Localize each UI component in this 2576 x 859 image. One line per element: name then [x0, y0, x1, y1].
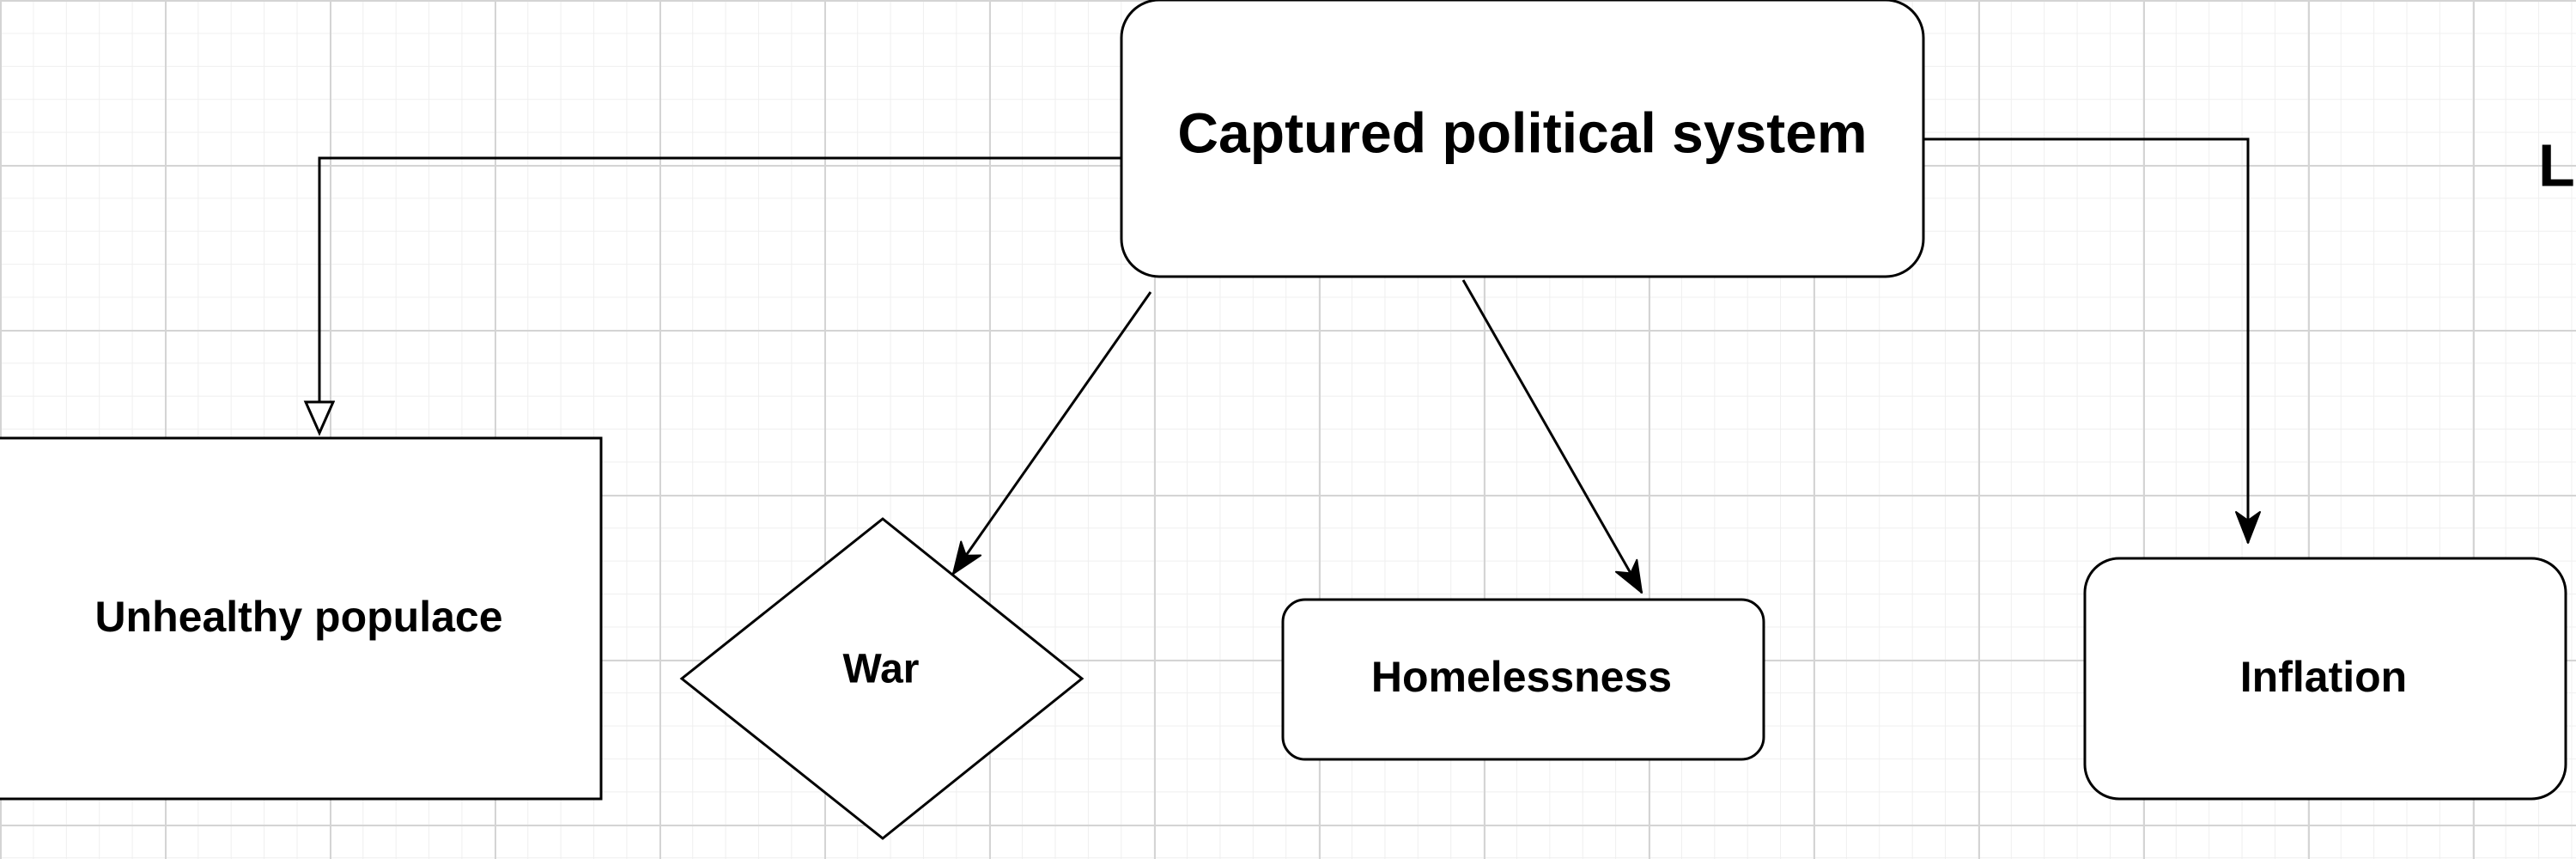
node-inflation-label: Inflation	[2240, 653, 2407, 701]
node-inflation[interactable]: Inflation	[2083, 557, 2567, 801]
edge-captured-to-homelessness	[1461, 279, 1643, 594]
node-war[interactable]: War	[679, 517, 1084, 840]
edge-captured-to-inflation	[1923, 137, 2261, 544]
node-homelessness-label: Homelessness	[1371, 653, 1672, 701]
node-captured-political-system[interactable]: Captured political system	[1120, 0, 1925, 278]
node-homelessness[interactable]: Homelessness	[1281, 598, 1765, 761]
node-unhealthy-populace-label: Unhealthy populace	[94, 593, 502, 641]
edges	[319, 137, 2261, 594]
node-captured-political-system-label: Captured political system	[1177, 101, 1867, 164]
edge-captured-to-unhealthy	[319, 156, 1121, 433]
partial-label-right-edge: L	[2538, 131, 2575, 198]
node-unhealthy-populace[interactable]: Unhealthy populace	[0, 436, 603, 801]
node-war-label: War	[843, 647, 920, 692]
edge-captured-to-war	[951, 291, 1152, 575]
